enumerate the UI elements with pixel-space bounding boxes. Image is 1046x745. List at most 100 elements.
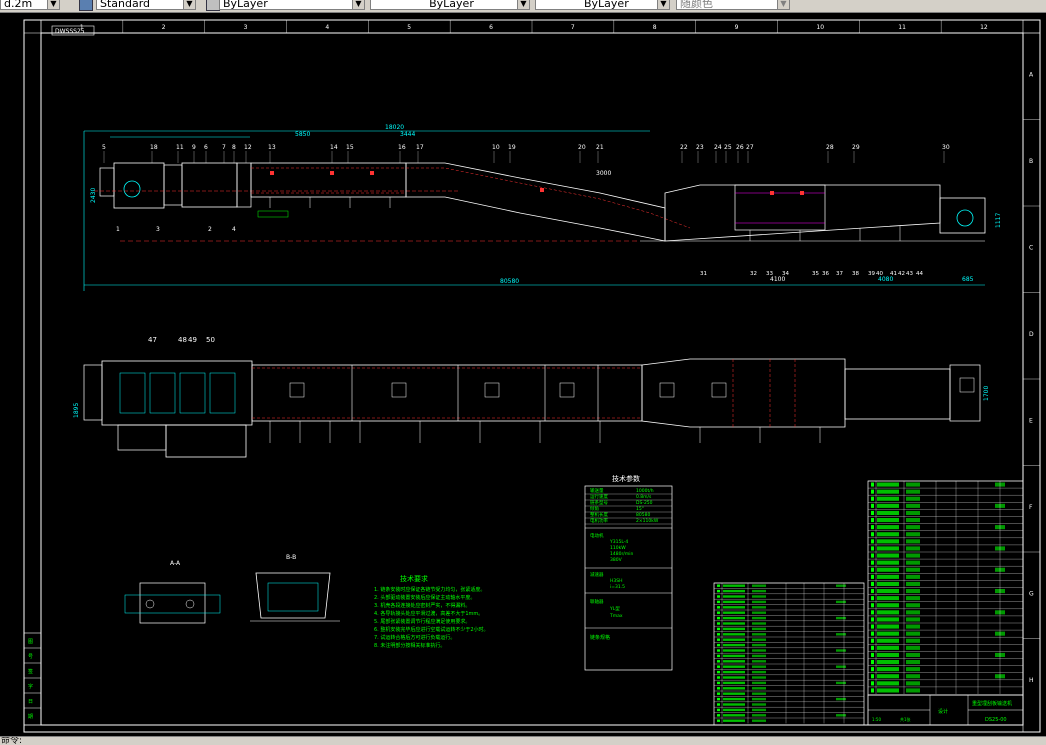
tech-value: 1000t/h (636, 488, 654, 494)
layer-icon[interactable] (206, 0, 220, 11)
plan-dim-left: 1895 (73, 403, 80, 418)
tech-value: 0.8m/s (636, 494, 652, 500)
callout: 34 (782, 271, 789, 277)
ruler-label: 10 (816, 24, 824, 31)
chevron-down-icon[interactable]: ▼ (47, 0, 59, 9)
callout: 35 (812, 271, 819, 277)
lineweight-combo[interactable]: ByLayer▼ (535, 0, 670, 10)
ruler-label: 3 (244, 24, 248, 31)
callout: 44 (916, 271, 923, 277)
chevron-down-icon[interactable]: ▼ (352, 0, 364, 9)
tail-tensioner[interactable] (939, 197, 986, 234)
ruler-label: F (1029, 504, 1033, 511)
notes-title: 技术要求 (400, 574, 428, 583)
ruler-label: A (1029, 71, 1034, 78)
dim-tail-length: 4080 (878, 276, 893, 283)
dim-head-width: 1117 (995, 213, 1002, 228)
tech-key: 输送量 (590, 487, 604, 494)
title-drawing-no: DS25-00 (985, 717, 1007, 723)
section-b[interactable]: B-B (250, 554, 340, 622)
tech-key: 电机功率 (590, 517, 608, 524)
callout: 12 (244, 144, 252, 151)
motor-spec: 110kW (610, 545, 626, 551)
svg-text:链条规格: 链条规格 (590, 634, 610, 641)
ruler-label: H (1029, 677, 1034, 684)
tech-value: 15° (636, 506, 644, 512)
note-line: 6. 整机安装完毕后应进行空载试运转不少于2小时。 (374, 626, 489, 633)
note-line: 4. 各导轨接头处应平滑过渡，高差不大于1mm。 (374, 610, 483, 617)
ruler-label: 12 (980, 24, 988, 31)
callout: 25 (724, 144, 732, 151)
title-block: 重型埋刮板输送机 DS25-00 设计 1:50 共1张 (867, 694, 1024, 726)
title-sheet: 共1张 (900, 716, 911, 722)
text-style-combo[interactable]: d.2m▼ (0, 0, 60, 10)
command-line[interactable]: 命令: (0, 736, 1046, 745)
plan-casing-left[interactable] (251, 364, 643, 422)
plan-head[interactable] (101, 360, 253, 426)
svg-text:号: 号 (28, 654, 33, 660)
left-signature-strip: 图 号 签 字 日 期 (23, 632, 42, 726)
note-line: 7. 试运转合格后方可进行负载运行。 (374, 634, 455, 641)
reducer-spec: i=31.5 (610, 584, 625, 590)
plot-style-combo[interactable]: 随颜色 ▼ (676, 0, 790, 10)
chevron-down-icon[interactable]: ▼ (183, 0, 195, 9)
callout: 14 (330, 144, 338, 151)
section-a[interactable]: A-A (124, 560, 221, 624)
plan-casing-right[interactable] (641, 358, 846, 428)
chevron-down-icon[interactable]: ▼ (517, 0, 529, 9)
note-line: 3. 机壳各段连接处应密封严实，不得漏料。 (374, 602, 470, 609)
elevation-view[interactable]: 80580 18020 5850 3444 2430 1117 4080 685… (83, 124, 1002, 291)
drive-motor[interactable] (181, 162, 238, 208)
plan-tail[interactable] (844, 368, 951, 420)
chevron-down-icon[interactable]: ▼ (657, 0, 669, 9)
dim-style-icon[interactable] (79, 0, 93, 11)
ruler-label: 5 (407, 24, 411, 31)
note-line: 2. 头部驱动装置安装后应保证主动轴水平度。 (374, 594, 475, 601)
callout: 39 (868, 271, 875, 277)
callout: 13 (268, 144, 276, 151)
plan-motor[interactable] (165, 424, 247, 458)
svg-text:字: 字 (28, 683, 33, 690)
color-combo[interactable]: ByLayer▼ (219, 0, 365, 10)
motor-spec: 1480r/min (610, 551, 633, 557)
callout: 7 (222, 144, 226, 151)
callout: 3 (156, 226, 160, 233)
coupling-spec: Tmax (609, 613, 623, 619)
callout: 40 (876, 271, 883, 277)
dim-mid-span: 3000 (596, 170, 611, 177)
bom-table-left (713, 582, 865, 726)
callout: 21 (596, 144, 604, 151)
callout: 6 (204, 144, 208, 151)
callout: 11 (176, 144, 184, 151)
callout: 38 (852, 271, 859, 277)
ruler-label: 1 (80, 24, 84, 31)
tech-key: 运行速度 (590, 493, 608, 500)
callout: 15 (346, 144, 354, 151)
callout: 1 (116, 226, 120, 233)
svg-text:B-B: B-B (286, 554, 296, 561)
ruler-label: E (1029, 417, 1033, 424)
technical-requirements: 技术要求 1. 链条安装时应保证各链节受力均匀，张紧适度。2. 头部驱动装置安装… (374, 574, 489, 649)
svg-text:期: 期 (28, 714, 33, 720)
dim-segment-b: 18020 (385, 124, 404, 131)
callout: 28 (826, 144, 834, 151)
callout: 8 (232, 144, 236, 151)
ruler-label: 9 (735, 24, 739, 31)
chevron-down-icon[interactable]: ▼ (777, 0, 789, 9)
casing-incline[interactable] (405, 162, 666, 242)
linetype-combo[interactable]: ByLayer▼ (370, 0, 530, 10)
ruler-label: 2 (162, 24, 166, 31)
command-prompt: 命令: (1, 736, 23, 745)
tech-key: 倾角 (590, 505, 599, 512)
dim-segment-a: 5850 (295, 131, 310, 138)
plot-style-value: 随颜色 (680, 0, 713, 10)
plan-view[interactable]: 1895 1700 47 48 49 50 (73, 336, 990, 458)
ruler-label: B (1029, 158, 1033, 165)
callout: 19 (508, 144, 516, 151)
dim-style-combo[interactable]: Standard▼ (96, 0, 196, 10)
tech-key: 整机长度 (590, 511, 608, 518)
